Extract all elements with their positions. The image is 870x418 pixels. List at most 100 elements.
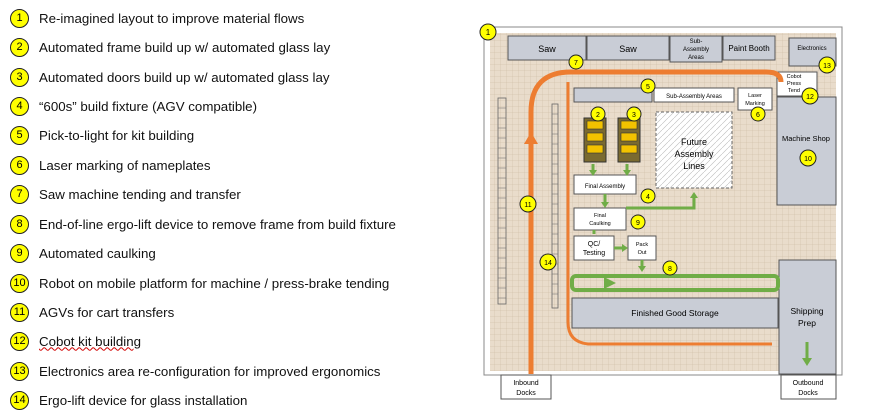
number-badge: 4 xyxy=(10,96,29,116)
material-flow xyxy=(570,164,812,366)
label: Testing xyxy=(583,250,605,257)
outbound-docks: Outbound Docks xyxy=(780,374,837,400)
number-badge: 8 xyxy=(10,214,29,234)
badge-3: 3 xyxy=(626,106,642,122)
legend-item: 4 “600s” build fixture (AGV compatible) xyxy=(10,95,257,117)
badge-5: 5 xyxy=(640,78,656,94)
legend-item: 7 Saw machine tending and transfer xyxy=(10,183,241,205)
badge-label: 3 xyxy=(632,112,636,119)
label: Finished Good Storage xyxy=(631,308,719,318)
label: Future xyxy=(681,137,707,147)
label: Saw xyxy=(619,44,637,54)
electronics-area: Electronics xyxy=(788,37,837,67)
badge-13: 13 xyxy=(818,56,836,74)
door-build-fixture xyxy=(617,117,641,163)
legend-item: 6 Laser marking of nameplates xyxy=(10,154,210,176)
label: Prep xyxy=(798,318,816,328)
legend-item: 8 End-of-line ergo-lift device to remove… xyxy=(10,213,396,235)
sub-assembly-areas: Sub-Assembly Areas xyxy=(653,87,735,103)
number-badge: 13 xyxy=(10,361,29,381)
storage-rack-left xyxy=(497,97,507,305)
label: Docks xyxy=(798,390,818,397)
badge-label: 14 xyxy=(544,260,552,267)
legend-item: 2 Automated frame build up w/ automated … xyxy=(10,36,330,58)
number-badge: 2 xyxy=(10,37,29,57)
legend-text: Saw machine tending and transfer xyxy=(39,186,241,202)
label: Lines xyxy=(683,161,705,171)
badge-9: 9 xyxy=(630,214,646,230)
legend-text: “600s” build fixture (AGV compatible) xyxy=(39,98,258,114)
legend-text: Ergo-lift device for glass installation xyxy=(39,392,248,408)
final-caulking: Final Caulking xyxy=(573,207,627,231)
badge-8: 8 xyxy=(662,260,678,276)
qc-testing: QC/ Testing xyxy=(573,235,615,261)
badge-label: 13 xyxy=(823,63,831,70)
badge-label: 6 xyxy=(756,112,760,119)
inbound-docks: Inbound Docks xyxy=(500,374,552,400)
label: Saw xyxy=(538,44,556,54)
label: Final Assembly xyxy=(585,184,625,190)
badge-label: 1 xyxy=(486,28,491,37)
label: QC/ xyxy=(588,241,601,248)
laser-marking: Laser Marking xyxy=(737,87,773,111)
badge-6: 6 xyxy=(750,106,766,122)
number-badge: 1 xyxy=(10,8,29,28)
label: Cobot xyxy=(787,74,802,80)
badge-label: 11 xyxy=(524,202,531,209)
badge-label: 9 xyxy=(636,220,640,227)
legend-text: Re-imagined layout to improve material f… xyxy=(39,10,305,26)
label: Areas xyxy=(688,55,704,61)
number-badge: 3 xyxy=(10,67,29,87)
legend-text: AGVs for cart transfers xyxy=(39,304,175,320)
badge-12: 12 xyxy=(801,87,819,105)
label: Outbound xyxy=(793,380,824,387)
number-badge: 12 xyxy=(10,331,29,351)
label: Marking xyxy=(745,101,765,107)
label: Pack xyxy=(636,242,648,248)
finished-good-storage: Finished Good Storage xyxy=(571,297,779,329)
number-badge: 7 xyxy=(10,184,29,204)
floor-plan-svg: Saw Saw Sub- Assembly Areas Paint Booth … xyxy=(479,23,843,400)
agv-flow-path xyxy=(524,69,784,374)
number-badge: 14 xyxy=(10,390,29,410)
final-assembly: Final Assembly xyxy=(573,174,637,195)
legend-text: Automated doors build up w/ automated gl… xyxy=(39,69,330,85)
badge-2: 2 xyxy=(590,106,606,122)
badge-7: 7 xyxy=(568,54,584,70)
frame-build-fixture xyxy=(583,117,607,163)
paint-booth: Paint Booth xyxy=(722,35,776,61)
legend-text: Automated caulking xyxy=(39,245,156,261)
legend-item: 1 Re-imagined layout to improve material… xyxy=(10,7,304,29)
label: Laser xyxy=(748,93,762,99)
label: Final xyxy=(594,213,606,219)
legend-text: Laser marking of nameplates xyxy=(39,157,211,173)
legend-text: Cobot kit building xyxy=(39,333,142,349)
number-badge: 11 xyxy=(10,302,29,322)
saw-area-2: Saw xyxy=(586,35,670,61)
legend-text: Automated frame build up w/ automated gl… xyxy=(39,39,331,55)
label: Out xyxy=(638,250,647,256)
badge-label: 5 xyxy=(646,84,650,91)
sub-assembly-bench xyxy=(573,87,653,103)
badge-label: 8 xyxy=(668,266,672,273)
floor-plan: Saw Saw Sub- Assembly Areas Paint Booth … xyxy=(476,22,851,402)
badge-label: 10 xyxy=(804,156,812,163)
number-badge: 9 xyxy=(10,243,29,263)
label: Tend xyxy=(788,88,800,94)
label: Inbound xyxy=(513,380,538,387)
label: Sub- xyxy=(690,39,703,45)
pack-out: Pack Out xyxy=(627,235,657,261)
label: Shipping xyxy=(790,306,823,316)
legend-item: 3 Automated doors build up w/ automated … xyxy=(10,66,330,88)
badge-11: 11 xyxy=(519,195,537,213)
label: Caulking xyxy=(589,221,610,227)
badge-label: 2 xyxy=(596,112,600,119)
label: Assembly xyxy=(674,149,714,159)
legend-item: 10 Robot on mobile platform for machine … xyxy=(10,272,389,294)
badge-label: 12 xyxy=(806,94,814,101)
badge-14: 14 xyxy=(539,253,557,271)
legend-item: 11 AGVs for cart transfers xyxy=(10,301,174,323)
label: Machine Shop xyxy=(782,134,830,143)
badge-label: 7 xyxy=(574,60,578,67)
badge-label: 4 xyxy=(646,194,650,201)
